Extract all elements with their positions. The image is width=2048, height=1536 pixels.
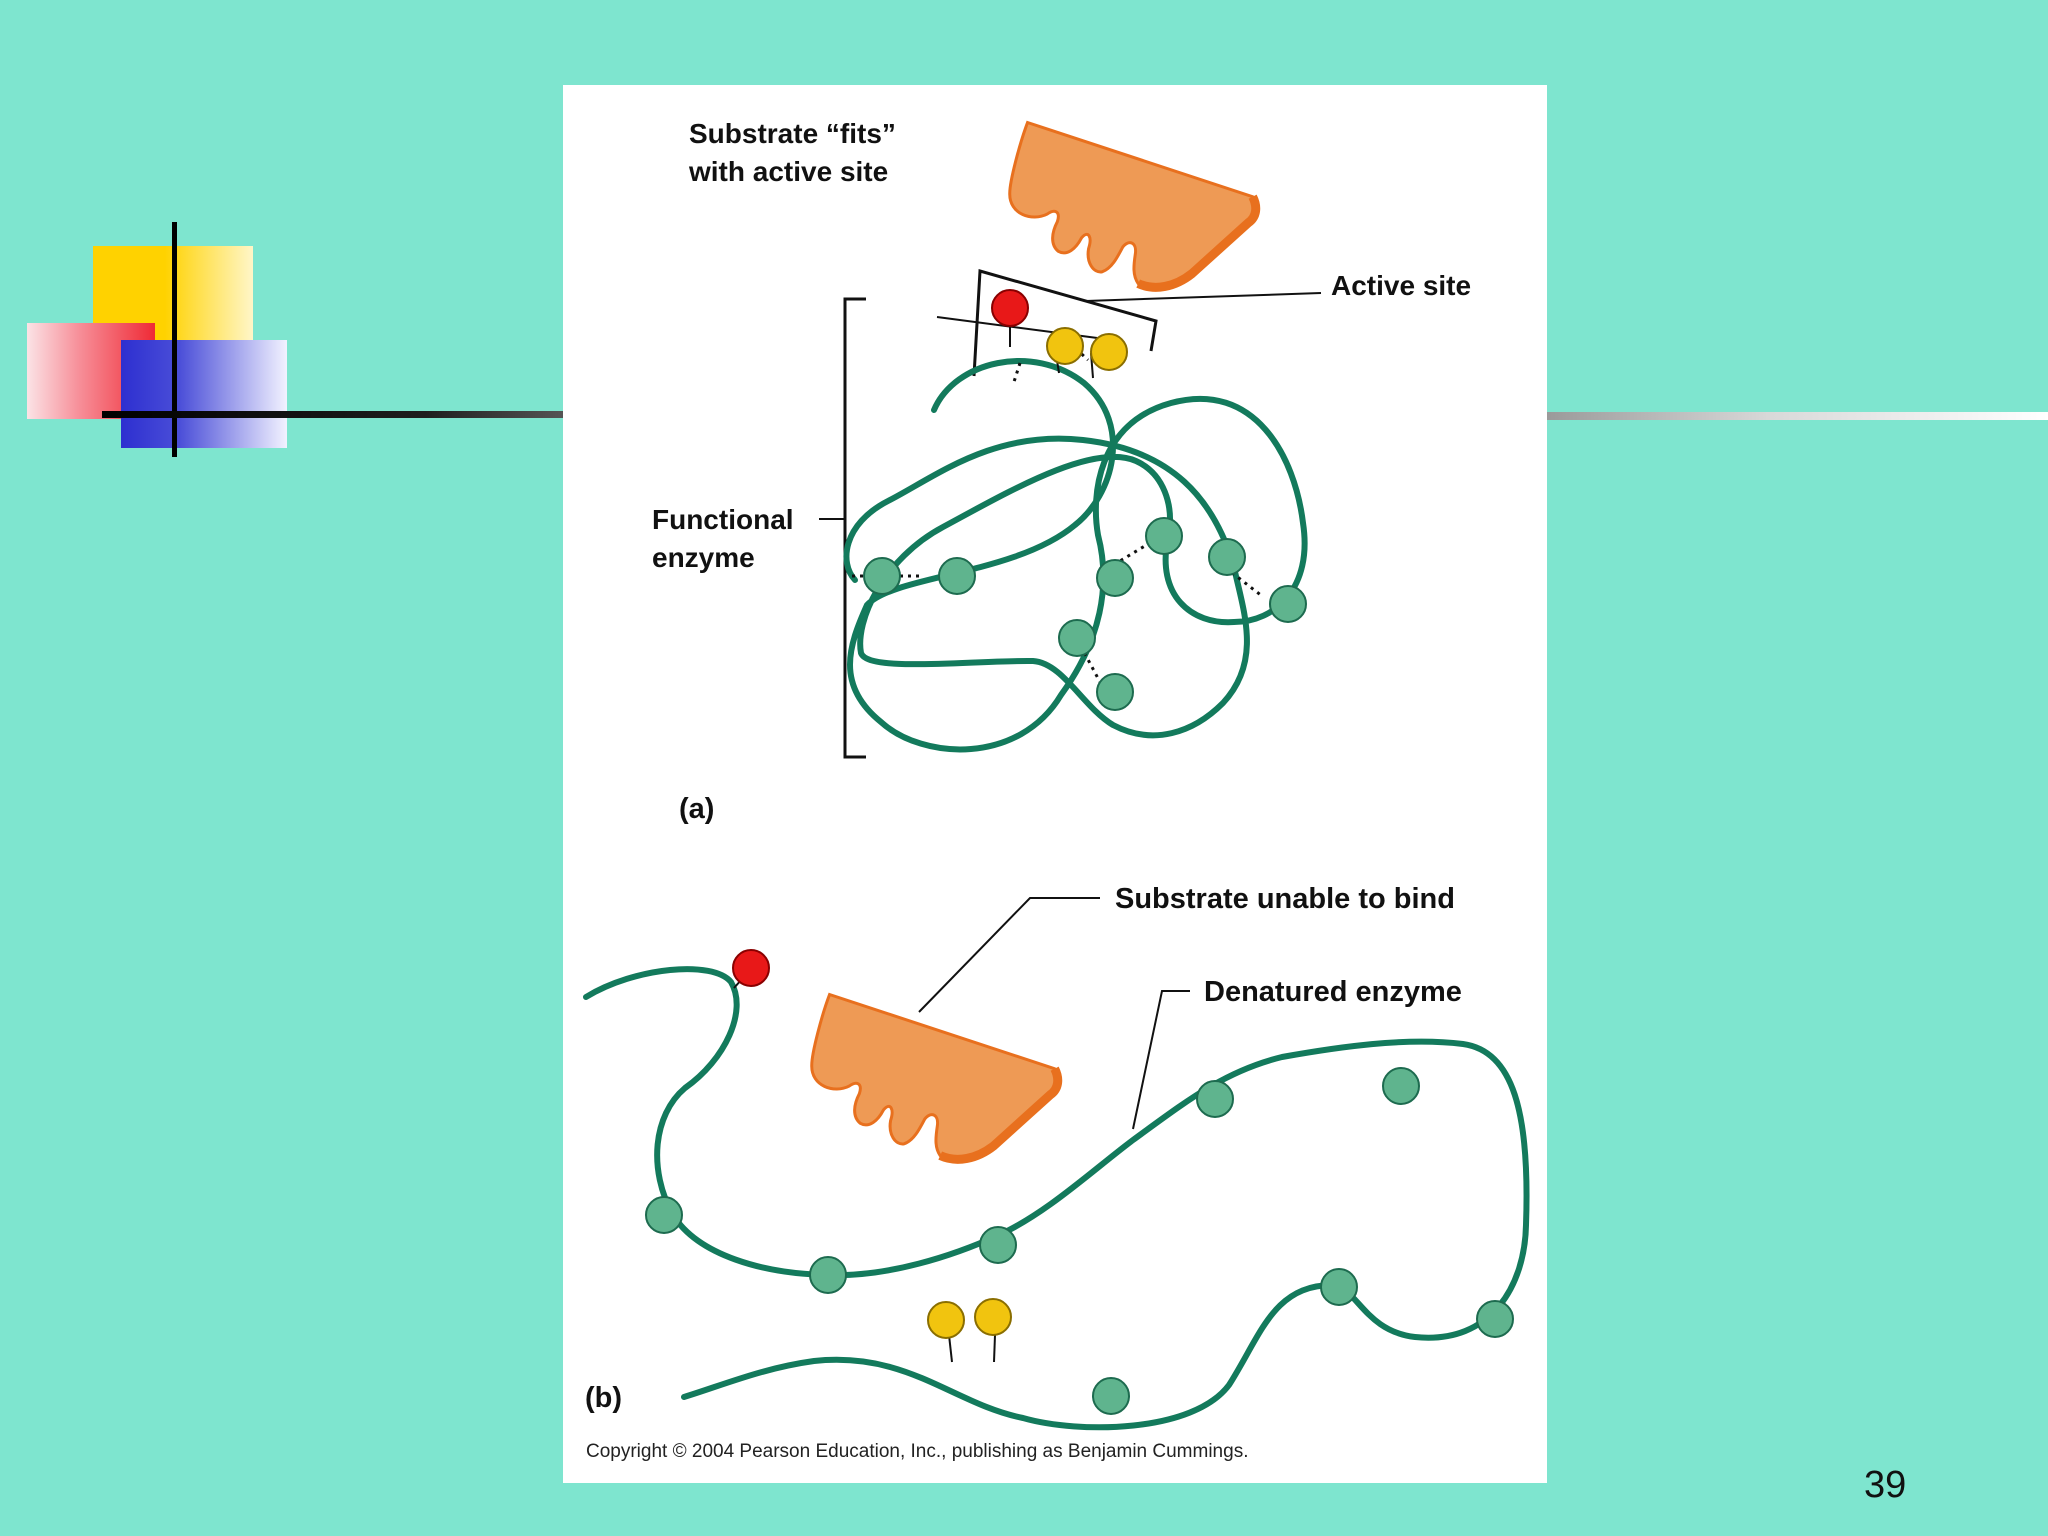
decor-blue-square: [121, 340, 287, 448]
node: [938, 557, 976, 595]
node: [1476, 1300, 1514, 1338]
label-functional-enzyme-line1: Functional: [652, 504, 794, 535]
node: [1196, 1080, 1234, 1118]
diagram-panel: Substrate “fits” with active site Active…: [563, 85, 1547, 1483]
yellow-group: [974, 1298, 1012, 1336]
node: [1092, 1377, 1130, 1415]
node: [809, 1256, 847, 1294]
leader-substrate-unable: [918, 897, 1100, 1013]
decor-horizontal-line-right: [1546, 412, 2048, 420]
label-functional-enzyme-line2: enzyme: [652, 542, 755, 573]
label-substrate-fits-line1: Substrate “fits”: [689, 118, 896, 149]
label-active-site: Active site: [1331, 270, 1471, 301]
node: [1096, 673, 1134, 711]
substrate-unable-shape: [792, 994, 1062, 1184]
label-substrate-fits-line2: with active site: [688, 156, 888, 187]
node: [645, 1196, 683, 1234]
side-groups-b: [732, 949, 1012, 1363]
folded-strand: [843, 358, 1308, 753]
node: [1058, 619, 1096, 657]
label-denatured-enzyme: Denatured enzyme: [1204, 976, 1462, 1008]
red-group: [732, 949, 770, 987]
nodes-a: [863, 517, 1307, 711]
label-panel-a: (a): [679, 793, 714, 825]
node: [1269, 585, 1307, 623]
node: [1382, 1067, 1420, 1105]
yellow-group: [927, 1301, 965, 1339]
page-number: 39: [1864, 1464, 1907, 1506]
node: [863, 557, 901, 595]
copyright-text: Copyright © 2004 Pearson Education, Inc.…: [586, 1441, 1248, 1462]
label-panel-b: (b): [585, 1382, 622, 1414]
enzyme-diagram: Substrate “fits” with active site Active…: [583, 85, 1530, 1462]
node: [1320, 1268, 1358, 1306]
nodes-b: [645, 1067, 1514, 1415]
node: [1208, 538, 1246, 576]
label-substrate-unable: Substrate unable to bind: [1115, 883, 1455, 915]
active-site-bracket: [972, 269, 1158, 377]
red-group: [991, 289, 1029, 327]
decor-horizontal-line-left: [102, 411, 564, 418]
yellow-group: [1046, 327, 1084, 365]
substrate-fits-shape: [990, 122, 1260, 312]
denatured-strand: [583, 966, 1530, 1431]
leader-denatured-enzyme: [1132, 990, 1190, 1130]
node: [979, 1226, 1017, 1264]
node: [1145, 517, 1183, 555]
yellow-group: [1090, 333, 1128, 371]
leader-active-site: [1085, 292, 1322, 302]
node: [1096, 559, 1134, 597]
side-groups-a: [991, 289, 1128, 379]
functional-enzyme-bracket: [843, 297, 866, 759]
decor-vertical-line: [172, 222, 177, 457]
